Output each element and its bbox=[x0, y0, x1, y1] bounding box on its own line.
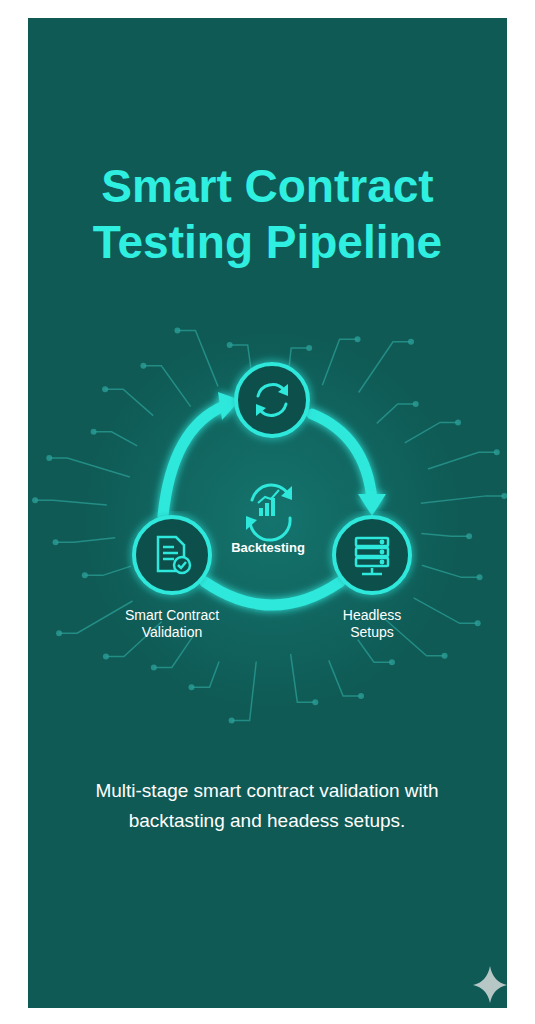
icon-circle-node: Smart Contract Validation bbox=[102, 511, 242, 641]
node-label: Smart Contract Validation bbox=[107, 607, 237, 641]
node-label: Headless Setups bbox=[332, 607, 412, 641]
center-label: Backtesting bbox=[218, 539, 318, 556]
background-panel: Smart Contract Testing PipelineMulti-sta… bbox=[28, 18, 507, 1008]
diagram-title: Smart Contract Testing Pipeline bbox=[40, 158, 495, 270]
caption: Multi-stage smart contract validation wi… bbox=[67, 776, 467, 836]
icon-circle-node: Headless Setups bbox=[323, 511, 421, 641]
